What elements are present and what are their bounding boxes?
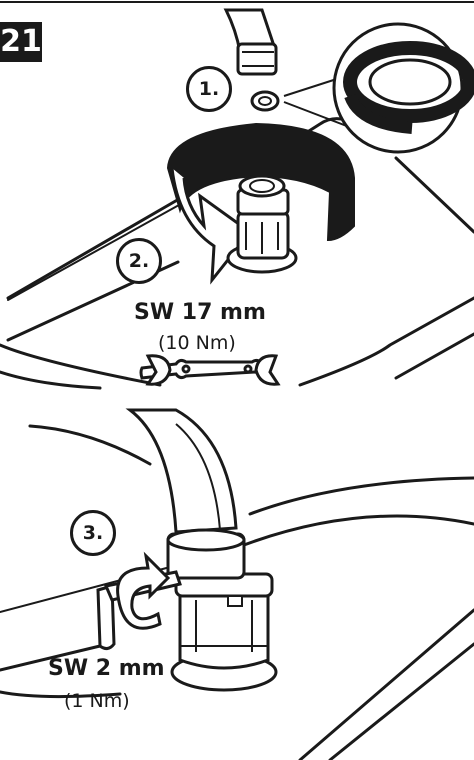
hose-icon — [125, 408, 238, 534]
rotation-arrow-icon — [116, 551, 171, 630]
step-1-badge: 1. — [186, 66, 232, 112]
sink-surface-bottom — [0, 424, 474, 760]
figure-number: 21 — [0, 22, 42, 62]
washer-icon — [250, 90, 280, 112]
faucet-body-icon — [166, 528, 278, 692]
torque-label-top: (10 Nm) — [158, 332, 236, 354]
hose-icon — [223, 8, 278, 76]
step-2-badge: 2. — [116, 238, 162, 284]
torque-label-bottom: (1 Nm) — [64, 690, 130, 712]
washer-magnified-icon — [332, 22, 474, 154]
open-end-wrench-icon — [139, 354, 281, 386]
wrench-size-label-bottom: SW 2 mm — [48, 656, 165, 681]
faucet-nut-icon — [226, 174, 298, 274]
wrench-size-label-top: SW 17 mm — [134, 300, 266, 325]
step-3-badge: 3. — [70, 510, 116, 556]
